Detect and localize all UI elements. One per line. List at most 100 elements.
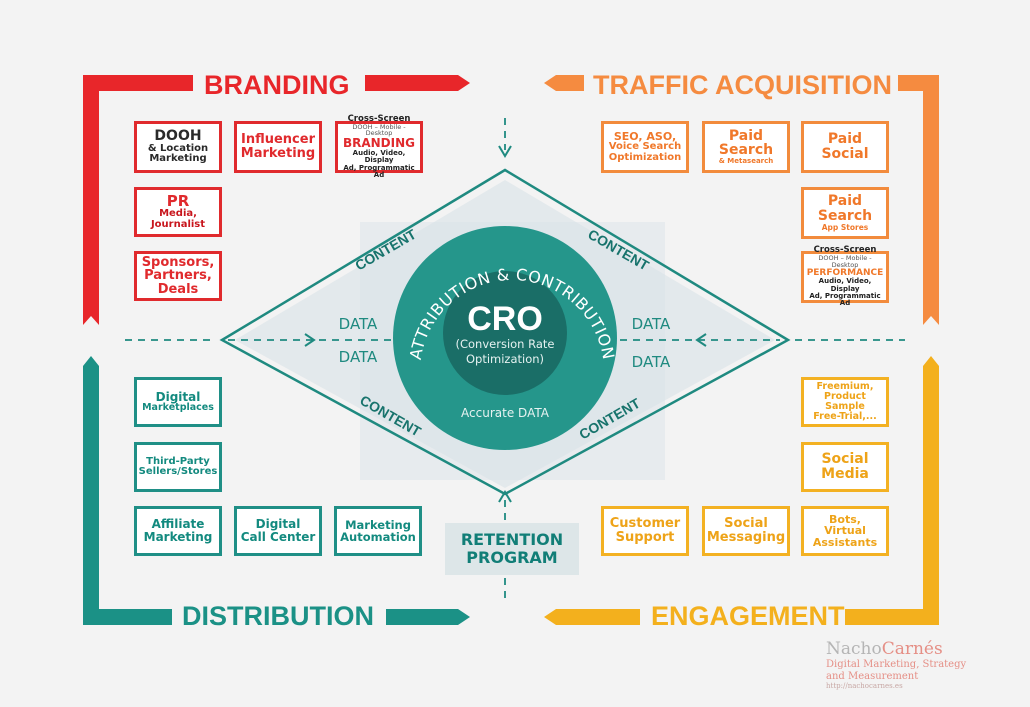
box-sponsors-line1: Sponsors, <box>141 254 215 270</box>
box-paid-search-meta-line2: Search <box>718 142 774 159</box>
arrow-heads <box>304 145 707 503</box>
data-label-right-top: DATA <box>632 315 671 333</box>
box-cross-branding-line1: Cross-Screen <box>347 113 411 124</box>
box-digital-marketplaces-line1: Digital <box>155 389 201 404</box>
distribution-frame <box>83 356 470 625</box>
box-paid-search-app-stores: Paid Search App Stores <box>801 187 889 239</box>
box-social-messaging: Social Messaging <box>702 506 790 556</box>
accurate-data-label: Accurate DATA <box>461 406 550 420</box>
box-digital-call-center: Digital Call Center <box>234 506 322 556</box>
box-bots-line2: Assistants <box>812 535 878 549</box>
diamond-outline <box>219 168 791 496</box>
box-paid-search-metasearch: Paid Search & Metasearch <box>702 121 790 173</box>
box-digital-marketplaces-line2: Marketplaces <box>142 402 214 414</box>
data-label-left-top: DATA <box>339 315 378 333</box>
box-cross-perf-line2: DOOH – Mobile - Desktop <box>818 254 872 270</box>
box-paid-social-line1: Paid <box>827 131 863 148</box>
box-social-messaging-line2: Messaging <box>706 530 786 545</box>
box-cross-screen-performance: Cross-Screen DOOH – Mobile - Desktop PER… <box>801 246 889 307</box>
box-affiliate-line1: Affiliate <box>151 517 205 532</box>
box-paid-social-line2: Social <box>821 146 869 162</box>
box-seo-line1: SEO, ASO, <box>613 129 677 143</box>
box-freemium-line3: Free-Trial,... <box>813 410 877 422</box>
box-call-center-line2: Call Center <box>240 530 316 544</box>
logo-url: http://nachocarnes.es <box>826 682 903 690</box>
box-cross-perf-line1: Cross-Screen <box>813 245 877 256</box>
branding-title: BRANDING <box>204 70 350 100</box>
box-cross-screen-branding: Cross-Screen DOOH – Mobile - Desktop BRA… <box>335 114 423 179</box>
cro-subtitle-2: Optimization) <box>466 352 544 366</box>
box-affiliate-line2: Marketing <box>143 530 213 544</box>
box-affiliate-marketing: Affiliate Marketing <box>134 506 222 556</box>
box-call-center-line1: Digital <box>255 517 301 532</box>
box-marketing-automation-line1: Marketing <box>345 517 411 532</box>
logo-brand-b: Carnés <box>881 639 943 659</box>
box-influencer: Influencer Marketing <box>234 121 322 173</box>
box-cross-perf-line4: Audio, Video, Display <box>818 277 872 293</box>
box-paid-search-meta-line1: Paid <box>728 127 764 144</box>
box-freemium: Freemium, Product Sample Free-Trial,... <box>801 377 889 427</box>
retention-line1: RETENTION <box>460 529 564 549</box>
box-cross-branding-line5: Ad, Programmatic Ad <box>343 163 415 179</box>
dashed-axes <box>125 118 905 604</box>
box-cross-perf-line3: PERFORMANCE <box>806 267 884 278</box>
box-social-media-line2: Media <box>821 466 869 482</box>
branding-frame <box>83 75 470 325</box>
box-cross-branding-line2: DOOH – Mobile - Desktop <box>352 122 406 138</box>
cro-inner-circle <box>443 271 567 395</box>
box-third-party: Third-Party Sellers/Stores <box>134 442 222 492</box>
box-seo-line3: Optimization <box>608 151 682 163</box>
box-paid-search-app-line2: Search <box>817 208 873 225</box>
box-influencer-line1: Influencer <box>241 132 315 148</box>
box-social-media-line1: Social <box>821 451 869 468</box>
box-paid-search-app-line3: App Stores <box>821 222 869 232</box>
box-customer-support: Customer Support <box>601 506 689 556</box>
box-third-party-line1: Third-Party <box>146 455 210 467</box>
box-third-party-line2: Sellers/Stores <box>138 466 218 477</box>
data-label-right-bottom: DATA <box>632 353 671 371</box>
box-paid-search-app-line1: Paid <box>827 193 863 210</box>
box-seo: SEO, ASO, Voice Search Optimization <box>601 121 689 173</box>
cro-title: CRO <box>467 300 543 338</box>
box-pr-line2: Media, <box>159 208 197 220</box>
box-paid-social: Paid Social <box>801 121 889 173</box>
engagement-title: ENGAGEMENT <box>651 601 845 631</box>
box-seo-line2: Voice Search <box>608 141 682 153</box>
engagement-frame <box>544 356 939 625</box>
box-dooh-line2: & Location <box>147 142 209 154</box>
box-freemium-line2: Product Sample <box>824 391 866 412</box>
box-cross-perf-line5: Ad, Programmatic Ad <box>809 292 881 308</box>
box-sponsors-line3: Deals <box>157 281 199 297</box>
box-freemium-line1: Freemium, <box>816 381 874 393</box>
box-social-media: Social Media <box>801 442 889 492</box>
retention-line2: PROGRAM <box>466 548 558 567</box>
box-paid-search-meta-line3: & Metasearch <box>718 157 774 166</box>
box-dooh-line3: Marketing <box>149 153 207 165</box>
logo-tagline-1: Digital Marketing, Strategy <box>826 659 967 670</box>
retention-program: RETENTION PROGRAM <box>445 523 579 575</box>
box-bots-line1: Bots, Virtual <box>824 512 866 538</box>
box-bots-virtual-assistants: Bots, Virtual Assistants <box>801 506 889 556</box>
box-pr-line1: PR <box>166 191 190 210</box>
box-customer-support-line1: Customer <box>609 516 681 532</box>
box-sponsors-line2: Partners, <box>144 268 212 284</box>
box-dooh: DOOH & Location Marketing <box>134 121 222 173</box>
box-dooh-line1: DOOH <box>154 128 202 145</box>
box-cross-branding-line3: BRANDING <box>342 136 416 151</box>
box-digital-marketplaces: Digital Marketplaces <box>134 377 222 427</box>
logo-brand: NachoCarnés <box>826 639 1026 659</box>
box-social-messaging-line1: Social <box>724 516 768 532</box>
nacho-carnes-logo: NachoCarnés Digital Marketing, Strategy … <box>826 639 1026 690</box>
cro-subtitle-1: (Conversion Rate <box>456 337 555 351</box>
box-pr-line3: Journalist <box>150 218 206 230</box>
box-pr: PR Media, Journalist <box>134 187 222 237</box>
box-marketing-automation: Marketing Automation <box>334 506 422 556</box>
distribution-title: DISTRIBUTION <box>182 601 374 631</box>
box-cross-branding-line4: Audio, Video, Display <box>352 148 406 165</box>
box-sponsors: Sponsors, Partners, Deals <box>134 251 222 301</box>
box-customer-support-line2: Support <box>615 530 675 545</box>
data-label-left-bottom: DATA <box>339 348 378 366</box>
logo-brand-a: Nacho <box>826 639 882 659</box>
logo-tagline-2: and Measurement <box>826 670 919 682</box>
